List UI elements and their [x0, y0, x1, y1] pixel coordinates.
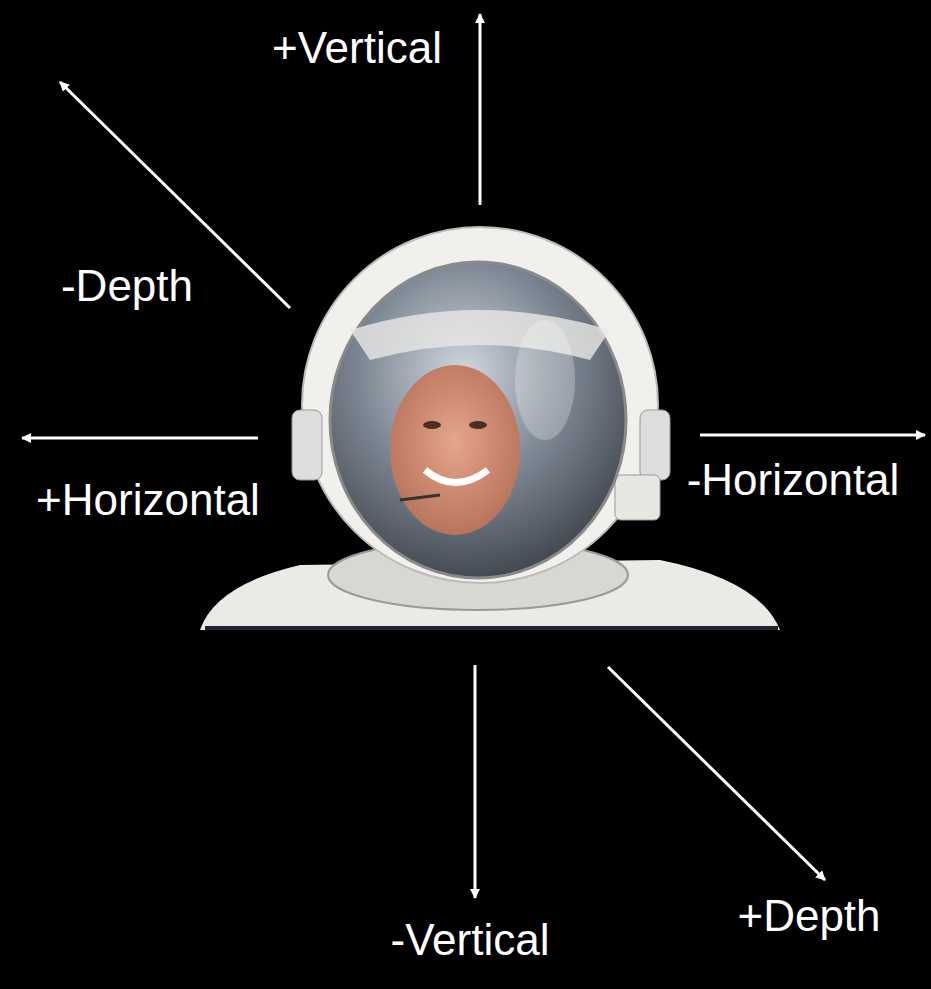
axis-label: +Vertical: [272, 26, 442, 70]
axis-label: -Depth: [61, 264, 193, 308]
axis-label: +Horizontal: [36, 478, 260, 522]
axis-arrows: [22, 14, 925, 898]
axis-label: -Vertical: [391, 918, 550, 962]
axis-label: -Horizontal: [687, 458, 900, 502]
axis-label: +Depth: [737, 894, 880, 938]
